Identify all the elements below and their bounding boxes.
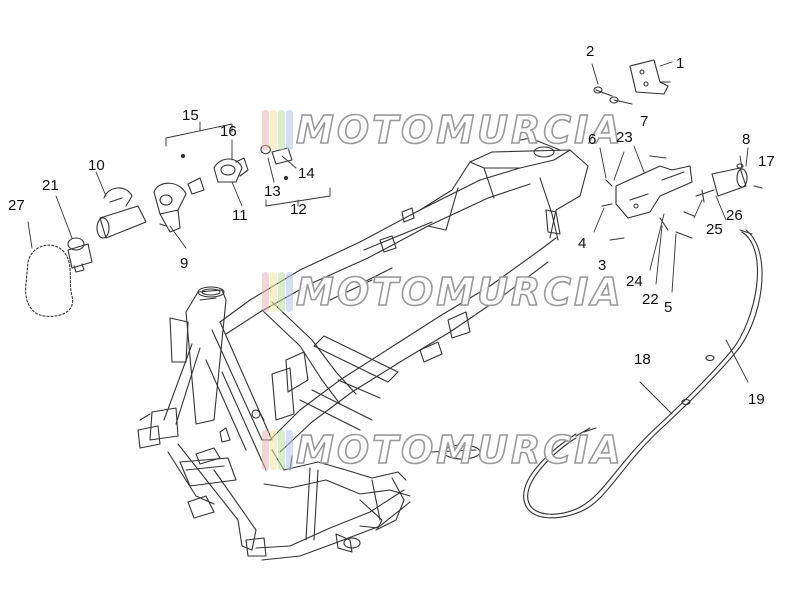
callout-7: 7 bbox=[640, 113, 649, 130]
scooter-frame bbox=[137, 137, 589, 561]
callout-14: 14 bbox=[298, 165, 315, 182]
actuator-part bbox=[695, 163, 748, 203]
watermark-logo-bars bbox=[262, 272, 294, 312]
lock-body-part bbox=[153, 182, 187, 233]
callout-2: 2 bbox=[586, 43, 595, 60]
watermark-text: MOTOMURCIA bbox=[295, 427, 624, 473]
callout-15: 15 bbox=[182, 107, 199, 124]
callout-leaders bbox=[27, 61, 743, 249]
callout-8: 8 bbox=[742, 131, 751, 148]
callout-1: 1 bbox=[676, 55, 685, 72]
connector-part bbox=[67, 237, 93, 273]
callout-24: 24 bbox=[626, 273, 643, 290]
watermark-text: MOTOMURCIA bbox=[295, 269, 624, 315]
callout-12: 12 bbox=[290, 201, 307, 218]
release-cables bbox=[523, 229, 763, 519]
bolts-2 bbox=[593, 86, 633, 105]
callout-19: 19 bbox=[748, 391, 765, 408]
leaders-right bbox=[593, 145, 749, 293]
callout-9: 9 bbox=[180, 255, 189, 272]
leader-15 bbox=[165, 121, 233, 147]
small-bolts-right bbox=[601, 155, 763, 241]
watermark-logo-bars bbox=[262, 430, 294, 470]
callout-11: 11 bbox=[232, 207, 248, 224]
callout-16: 16 bbox=[220, 123, 237, 140]
callout-27: 27 bbox=[8, 197, 25, 214]
seal-outline-part bbox=[25, 244, 74, 317]
watermark-logo-bars bbox=[262, 110, 294, 150]
latch-assembly-part bbox=[615, 165, 693, 219]
watermark-text: MOTOMURCIA bbox=[295, 107, 624, 153]
watermark: MOTOMURCIA bbox=[262, 427, 622, 473]
small-parts-cluster bbox=[180, 144, 293, 195]
callout-4: 4 bbox=[578, 235, 587, 252]
leader-12 bbox=[265, 187, 331, 207]
callout-10: 10 bbox=[88, 157, 105, 174]
callout-5: 5 bbox=[664, 299, 673, 316]
hinge-bracket-part bbox=[629, 59, 671, 95]
watermark: MOTOMURCIA bbox=[262, 107, 622, 153]
callout-23: 23 bbox=[616, 129, 633, 146]
callout-3: 3 bbox=[598, 257, 607, 274]
callout-18: 18 bbox=[634, 351, 651, 368]
callout-13: 13 bbox=[264, 183, 281, 200]
callout-6: 6 bbox=[588, 131, 597, 148]
watermark: MOTOMURCIA bbox=[262, 269, 622, 315]
callout-26: 26 bbox=[726, 207, 743, 224]
callout-25: 25 bbox=[706, 221, 723, 238]
lock-cylinder-part bbox=[96, 187, 147, 239]
callout-22: 22 bbox=[642, 291, 659, 308]
callout-21: 21 bbox=[42, 177, 59, 194]
callout-17: 17 bbox=[758, 153, 775, 170]
